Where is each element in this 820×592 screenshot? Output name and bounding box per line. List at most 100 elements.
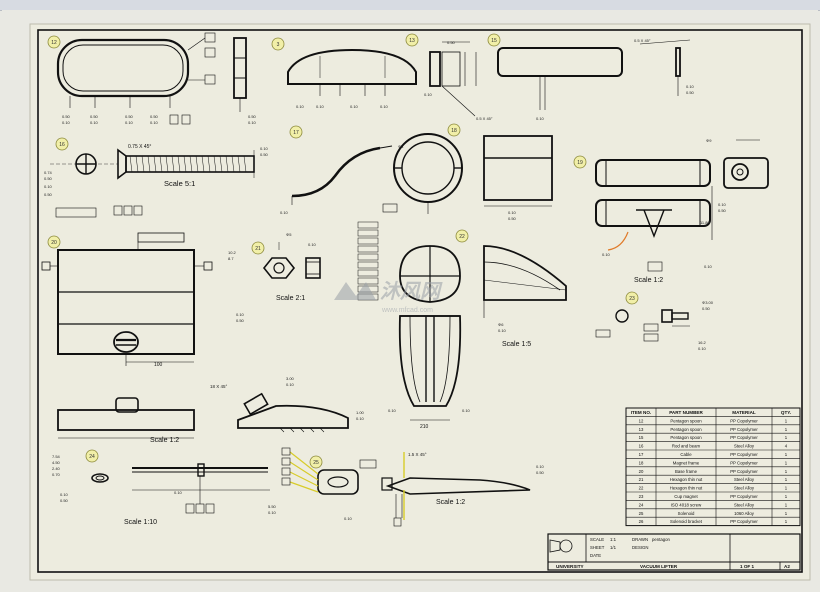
svg-text:0.10: 0.10: [508, 210, 517, 215]
view-long-bar[interactable]: [57, 397, 195, 439]
bom-cell: Steel Alloy: [734, 444, 755, 449]
view-15-thin-plate[interactable]: [429, 41, 477, 117]
view-12-rounded-bar[interactable]: [56, 32, 247, 125]
view-24-wedge-plate[interactable]: [237, 392, 349, 433]
balloon[interactable]: 18: [447, 123, 461, 137]
svg-text:1.00: 1.00: [356, 410, 365, 415]
bom-header: QTY.: [781, 410, 791, 415]
bom-header: MATERIAL: [732, 410, 756, 415]
svg-text:0.10: 0.10: [260, 146, 269, 151]
balloon[interactable]: 17: [289, 125, 303, 139]
balloon[interactable]: 25: [309, 455, 323, 469]
bom-cell: PP Copolymer: [730, 460, 758, 465]
title-block-bottom-field: A2: [784, 564, 790, 569]
balloon[interactable]: 13: [405, 33, 419, 47]
view-18-screw[interactable]: [50, 148, 255, 218]
svg-text:0.50: 0.50: [90, 114, 99, 119]
sheet-border: [37, 29, 803, 573]
balloon-number: 19: [577, 160, 583, 166]
svg-text:0.10: 0.10: [380, 104, 389, 109]
view-wedge-spoon[interactable]: [483, 245, 567, 318]
balloon[interactable]: 24: [85, 449, 99, 463]
dim-chamfer-24: 18 X 45°: [210, 384, 228, 389]
balloon-number: 3: [277, 42, 280, 48]
title-block-field: pentagon: [652, 537, 671, 542]
view-cup-magnet[interactable]: [281, 447, 377, 495]
svg-text:0.50: 0.50: [260, 152, 269, 157]
view-22-hex-nut[interactable]: [262, 242, 321, 279]
svg-text:0.10: 0.10: [286, 382, 295, 387]
svg-text:0.10: 0.10: [150, 120, 159, 125]
svg-text:0.50: 0.50: [508, 216, 517, 221]
bom-cell: 1060 Alloy: [734, 511, 755, 516]
view-24-dim-text: 3.000.10 1.000.10: [286, 376, 365, 421]
balloon[interactable]: 22: [455, 229, 469, 243]
balloon[interactable]: 19: [573, 155, 587, 169]
svg-text:2.40: 2.40: [52, 466, 61, 471]
bom-cell: 24: [639, 502, 644, 507]
svg-text:10.2: 10.2: [228, 250, 237, 255]
scale-label-nut: Scale 2:1: [276, 295, 305, 302]
view-15-dim-text: 0.500.10 0.5 X 45°: [424, 40, 493, 121]
svg-text:0.10: 0.10: [248, 120, 257, 125]
bom-cell: Hexagon thin nut: [670, 477, 703, 482]
view-solenoid-bracket[interactable]: [381, 452, 531, 527]
svg-text:0.50: 0.50: [718, 208, 727, 213]
title-block: [547, 533, 801, 571]
balloon[interactable]: 23: [625, 291, 639, 305]
view-long-rod[interactable]: [91, 463, 270, 514]
title-block-bottom-field: VACUUM LIFTER: [640, 564, 678, 569]
view-handle-spoon[interactable]: [357, 221, 462, 421]
balloon[interactable]: 21: [251, 241, 265, 255]
svg-text:Φ9: Φ9: [706, 138, 712, 143]
balloon[interactable]: 3: [271, 37, 285, 51]
balloon[interactable]: 20: [47, 235, 61, 249]
bom-cell: Cable: [680, 452, 692, 457]
svg-text:0.10: 0.10: [60, 492, 69, 497]
view-17-cable[interactable]: [291, 145, 393, 205]
bom-cell: 20: [639, 469, 644, 474]
view-box-part[interactable]: [483, 135, 553, 207]
view-21-cylinder[interactable]: [595, 139, 769, 272]
view-wedge-dim-text: Φ60.10: [498, 322, 507, 333]
svg-text:0.50: 0.50: [236, 318, 245, 323]
svg-text:0.5 X 45°: 0.5 X 45°: [634, 38, 651, 43]
balloon-number: 20: [51, 240, 57, 246]
view-20-base-frame[interactable]: [41, 232, 213, 366]
title-block-field: 1/1: [610, 545, 617, 550]
svg-text:0.10: 0.10: [296, 104, 305, 109]
view-19-ring[interactable]: [382, 133, 463, 214]
bom-cell: PP Copolymer: [730, 452, 758, 457]
bom-cell: 1: [785, 435, 788, 440]
balloon[interactable]: 16: [55, 137, 69, 151]
bom-cell: Steel Alloy: [734, 477, 755, 482]
balloon[interactable]: 12: [47, 35, 61, 49]
bom-cell: 1: [785, 460, 788, 465]
view-25-small-bolt[interactable]: [595, 309, 690, 342]
view-16-long-plate[interactable]: [497, 39, 691, 110]
svg-text:0.10: 0.10: [174, 490, 183, 495]
bom-cell: Base frame: [675, 469, 698, 474]
bom-cell: Rod and beam: [672, 444, 701, 449]
bom-cell: 15: [639, 435, 644, 440]
bom-cell: 16: [639, 444, 644, 449]
bom-cell: Cup magnet: [674, 494, 698, 499]
balloon[interactable]: 15: [487, 33, 501, 47]
bom-cell: Pentagon spoon: [670, 418, 702, 423]
svg-text:www.mfcad.com: www.mfcad.com: [381, 307, 433, 314]
svg-text:0.10: 0.10: [718, 202, 727, 207]
svg-text:0.50: 0.50: [702, 306, 711, 311]
view-13-dome[interactable]: [287, 48, 417, 96]
title-block-bottom-field: 1 OF 1: [740, 564, 754, 569]
svg-text:0.10: 0.10: [536, 116, 545, 121]
balloons: 12 3 13 15 16 17 18 19 20 21 22 23 24 25: [47, 33, 639, 469]
balloon-number: 24: [89, 454, 95, 460]
bom-cell: 1: [785, 494, 788, 499]
svg-text:0.10: 0.10: [344, 516, 353, 521]
bom-cell: 12: [639, 418, 644, 423]
bom-cell: Solenoid bracket: [670, 519, 703, 524]
bom-cell: 1: [785, 418, 788, 423]
